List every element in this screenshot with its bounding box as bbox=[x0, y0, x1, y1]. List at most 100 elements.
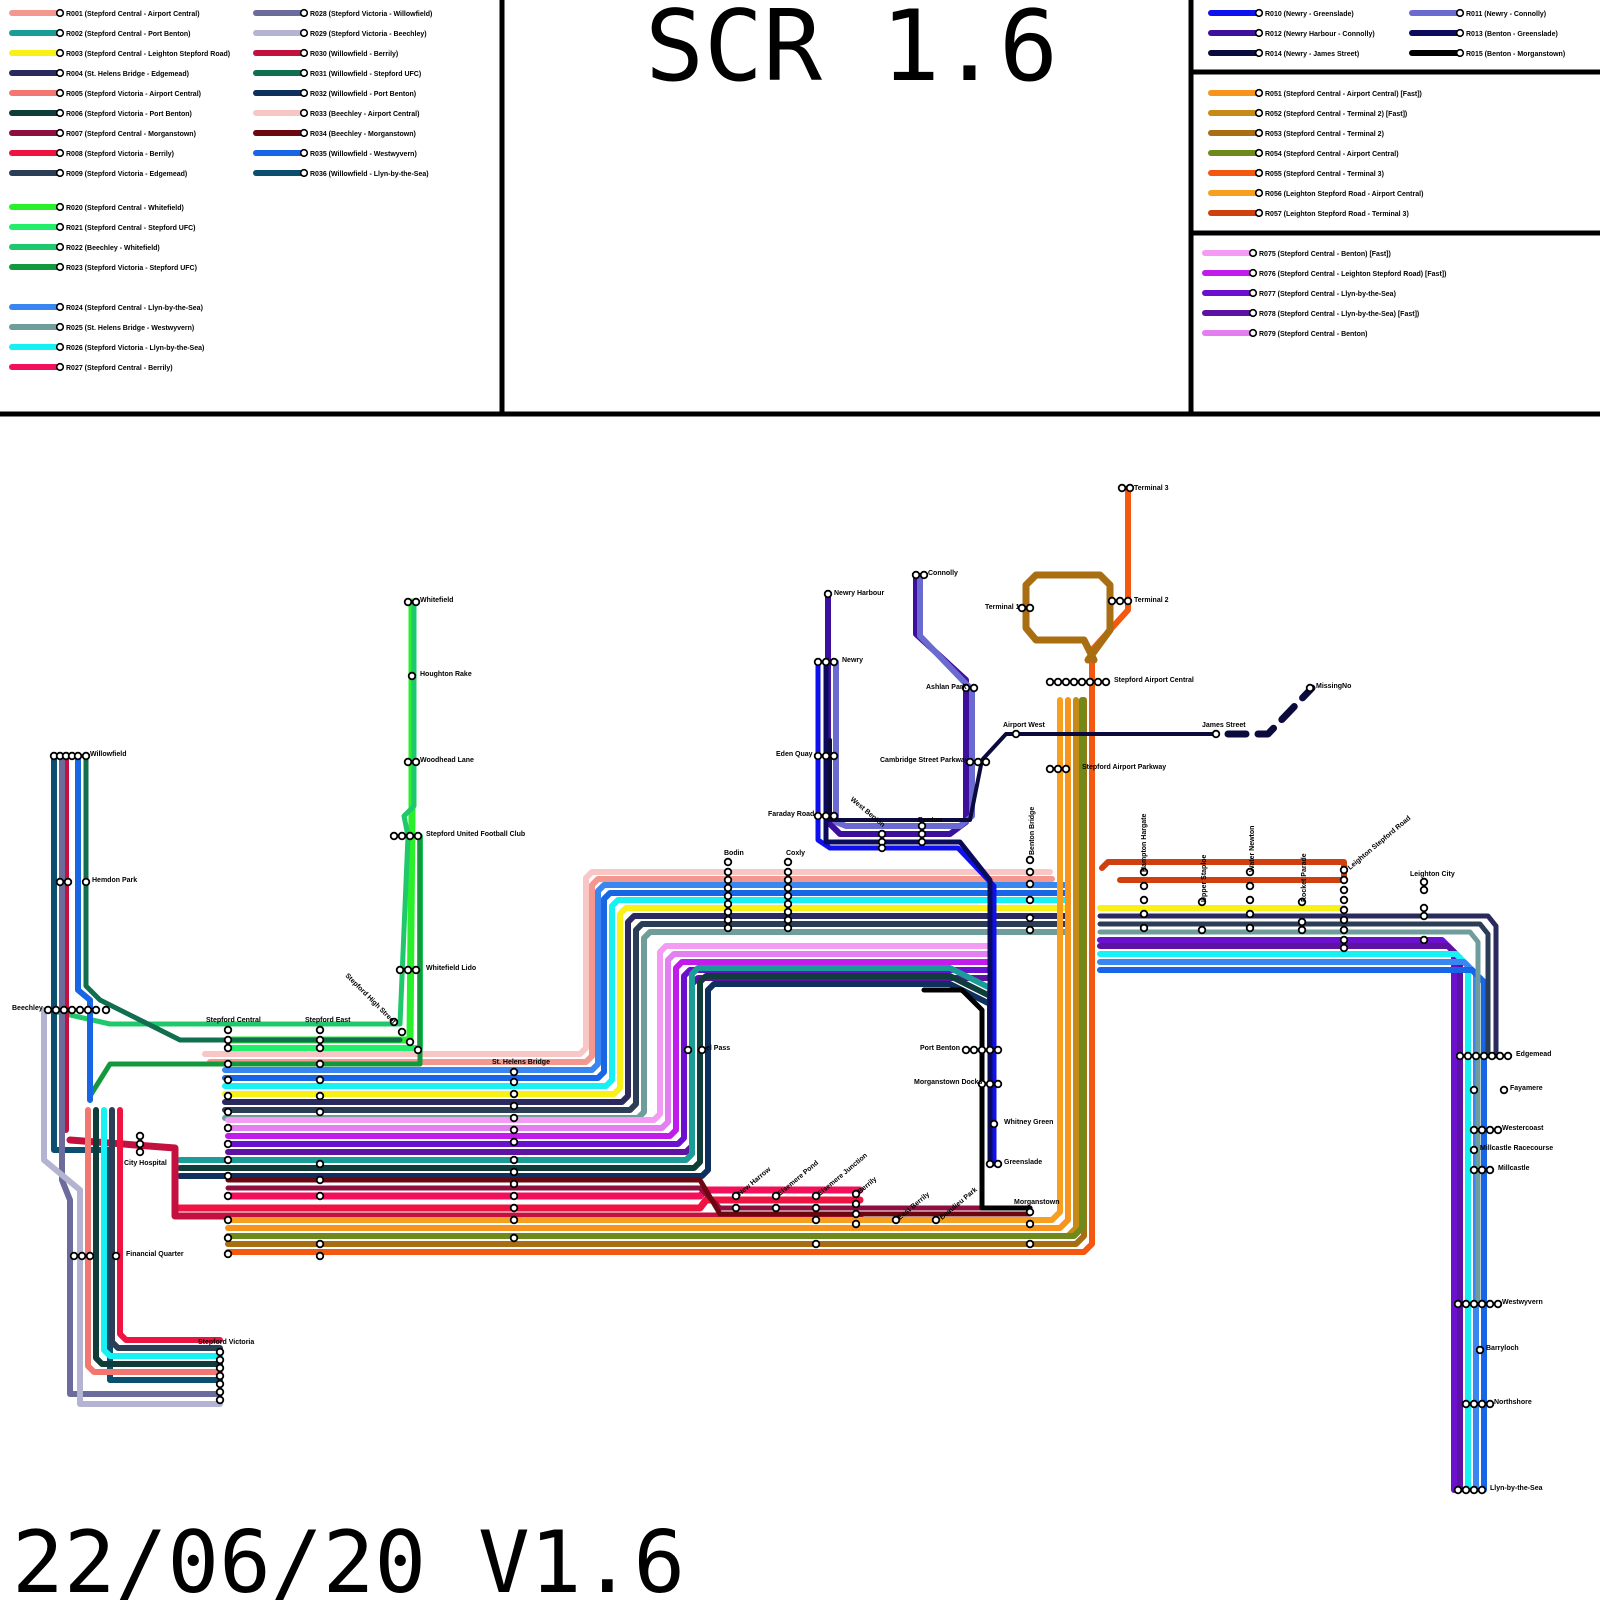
legend-entry: R078 (Stepford Central - Llyn-by-the-Sea… bbox=[1205, 310, 1419, 318]
legend-entry: R028 (Stepford Victoria - Willowfield) bbox=[256, 10, 432, 18]
legend-station-icon bbox=[57, 264, 64, 271]
station-marker-icon bbox=[1421, 887, 1428, 894]
legend-label: R012 (Newry Harbour - Connolly) bbox=[1265, 31, 1375, 38]
legend-label: R028 (Stepford Victoria - Willowfield) bbox=[310, 11, 432, 18]
station-marker-icon bbox=[785, 877, 792, 884]
legend-label: R020 (Stepford Central - Whitefield) bbox=[66, 205, 184, 212]
station-marker-icon bbox=[317, 1093, 324, 1100]
legend-station-icon bbox=[301, 150, 308, 157]
station-marker-icon bbox=[317, 1077, 324, 1084]
station-marker-icon bbox=[1495, 1127, 1502, 1134]
legend-label: R015 (Benton - Morganstown) bbox=[1466, 51, 1565, 58]
station-marker-icon bbox=[785, 893, 792, 900]
station-marker-icon bbox=[225, 1173, 232, 1180]
station-marker-icon bbox=[1473, 1053, 1480, 1060]
station-marker-icon bbox=[1479, 1127, 1486, 1134]
station-label: Airport West bbox=[1003, 722, 1046, 729]
legend-label: R077 (Stepford Central - Llyn-by-the-Sea… bbox=[1259, 291, 1396, 298]
legend-station-icon bbox=[1250, 330, 1257, 337]
station-label: Connolly bbox=[928, 570, 958, 577]
station-marker-icon bbox=[415, 1047, 422, 1054]
station-marker-icon bbox=[785, 925, 792, 932]
station-marker-icon bbox=[815, 813, 822, 820]
station-marker-icon bbox=[407, 1039, 414, 1046]
station-label: Greenslade bbox=[1004, 1159, 1042, 1166]
station-marker-icon bbox=[815, 659, 822, 666]
station-marker-icon bbox=[919, 839, 926, 846]
legend-label: R051 (Stepford Central - Airport Central… bbox=[1265, 91, 1422, 98]
station-marker-icon bbox=[987, 1081, 994, 1088]
legend-station-icon bbox=[1256, 50, 1263, 57]
station-marker-icon bbox=[913, 572, 920, 579]
station-label: City Hospital bbox=[124, 1160, 167, 1167]
legend-entry: R023 (Stepford Victoria - Stepford UFC) bbox=[12, 264, 197, 272]
station-marker-icon bbox=[1457, 1053, 1464, 1060]
legend-entry: R031 (Willowfield - Stepford UFC) bbox=[256, 70, 421, 78]
station: Newry Harbour bbox=[825, 590, 885, 597]
route-line-r053 bbox=[1026, 575, 1110, 660]
legend-entry: R015 (Benton - Morganstown) bbox=[1412, 50, 1565, 58]
legend-label: R034 (Beechley - Morganstown) bbox=[310, 131, 416, 138]
station-label: el Pass bbox=[706, 1045, 730, 1052]
station-marker-icon bbox=[407, 833, 414, 840]
legend-label: R021 (Stepford Central - Stepford UFC) bbox=[66, 225, 196, 232]
station: Rocket Parade bbox=[1299, 853, 1308, 933]
station-marker-icon bbox=[1465, 1053, 1472, 1060]
legend-entry: R032 (Willowfield - Port Benton) bbox=[256, 90, 416, 98]
station-marker-icon bbox=[1079, 679, 1086, 686]
station-label: Benton Bridge bbox=[1029, 807, 1036, 855]
legend-label: R054 (Stepford Central - Airport Central… bbox=[1265, 151, 1399, 158]
legend-entry: R014 (Newry - James Street) bbox=[1211, 50, 1359, 58]
station-marker-icon bbox=[93, 1007, 100, 1014]
station-marker-icon bbox=[413, 967, 420, 974]
station-marker-icon bbox=[217, 1373, 224, 1380]
legend-entry: R033 (Beechley - Airport Central) bbox=[256, 110, 419, 118]
station-marker-icon bbox=[511, 1169, 518, 1176]
legend-label: R003 (Stepford Central - Leighton Stepfo… bbox=[66, 51, 230, 58]
route-line-r031 bbox=[86, 756, 400, 1040]
station-label: Whitefield bbox=[420, 597, 453, 604]
legend-label: R055 (Stepford Central - Terminal 3) bbox=[1265, 171, 1384, 178]
station-label: Westercoast bbox=[1502, 1125, 1544, 1132]
legend-label: R076 (Stepford Central - Leighton Stepfo… bbox=[1259, 271, 1446, 278]
station-marker-icon bbox=[853, 1221, 860, 1228]
station-label: Woodhead Lane bbox=[420, 757, 474, 764]
station-marker-icon bbox=[1141, 911, 1148, 918]
station-marker-icon bbox=[1463, 1401, 1470, 1408]
station-marker-icon bbox=[1063, 766, 1070, 773]
station-marker-icon bbox=[983, 759, 990, 766]
station-marker-icon bbox=[1019, 605, 1026, 612]
station-marker-icon bbox=[933, 1217, 940, 1224]
legend-station-icon bbox=[57, 30, 64, 37]
station-marker-icon bbox=[1127, 485, 1134, 492]
legend-station-icon bbox=[57, 324, 64, 331]
station-marker-icon bbox=[225, 1037, 232, 1044]
station-marker-icon bbox=[813, 1205, 820, 1212]
station-label: Terminal 2 bbox=[1134, 597, 1169, 604]
station-marker-icon bbox=[511, 1235, 518, 1242]
legend-label: R030 (Willowfield - Berrily) bbox=[310, 51, 398, 58]
legend-entry: R011 (Newry - Connolly) bbox=[1412, 10, 1546, 18]
legend-station-icon bbox=[57, 130, 64, 137]
legend-station-icon bbox=[301, 50, 308, 57]
legend-label: R079 (Stepford Central - Benton) bbox=[1259, 331, 1368, 338]
legend-entry: R002 (Stepford Central - Port Benton) bbox=[12, 30, 190, 38]
station-label: Coxly bbox=[786, 850, 805, 857]
station-marker-icon bbox=[1027, 857, 1034, 864]
station-marker-icon bbox=[1479, 1401, 1486, 1408]
legend-label: R031 (Willowfield - Stepford UFC) bbox=[310, 71, 421, 78]
legend-station-icon bbox=[57, 10, 64, 17]
station-label: Millcastle Racecourse bbox=[1480, 1145, 1553, 1152]
station-marker-icon bbox=[1013, 731, 1020, 738]
legend-entry: R003 (Stepford Central - Leighton Stepfo… bbox=[12, 50, 230, 58]
station: Hemdon Park bbox=[57, 877, 138, 885]
station-label: Beechley bbox=[12, 1005, 43, 1012]
station-marker-icon bbox=[975, 759, 982, 766]
station-marker-icon bbox=[511, 1091, 518, 1098]
legend-label: R008 (Stepford Victoria - Berrily) bbox=[66, 151, 174, 158]
legend-station-icon bbox=[301, 10, 308, 17]
legend-entry: R009 (Stepford Victoria - Edgemead) bbox=[12, 170, 187, 178]
legend-station-icon bbox=[57, 70, 64, 77]
legend-entry: R021 (Stepford Central - Stepford UFC) bbox=[12, 224, 196, 232]
legend-label: R025 (St. Helens Bridge - Westwyvern) bbox=[66, 325, 194, 332]
